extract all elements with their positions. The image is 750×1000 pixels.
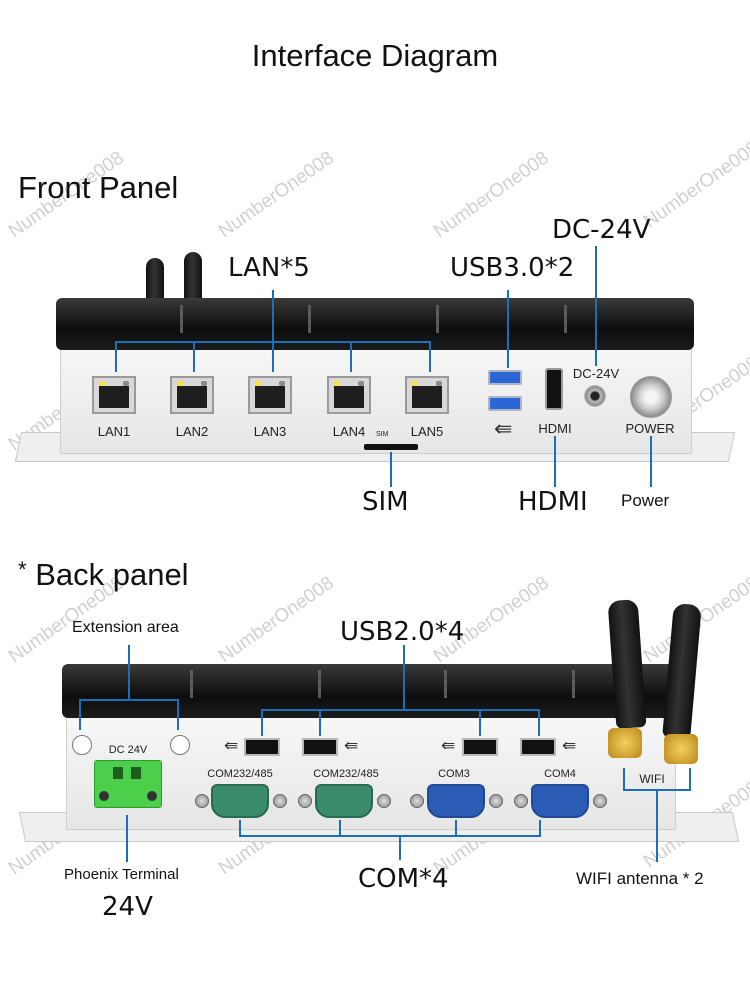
- lan2-label: LAN2: [175, 424, 209, 439]
- wifi-callout: WIFI antenna * 2: [576, 869, 704, 888]
- phoenix-callout: Phoenix Terminal: [64, 866, 179, 883]
- extension-callout: Extension area: [72, 619, 179, 636]
- power-callout: Power: [621, 491, 670, 510]
- phoenix-terminal: [94, 760, 162, 808]
- antenna: [146, 258, 164, 308]
- antenna-connector: [608, 728, 642, 758]
- sim-slot: [364, 444, 418, 450]
- lan-port: [92, 376, 136, 414]
- power-button-label: POWER: [625, 421, 675, 436]
- heatsink-fin: [308, 305, 311, 333]
- screw: [593, 794, 607, 808]
- usb-icon: ⇚: [562, 736, 577, 755]
- usb2-port: [302, 738, 338, 756]
- sim-slot-label: SIM: [376, 431, 389, 438]
- diagram-title: Interface Diagram: [251, 38, 499, 73]
- lan4-label: LAN4: [332, 424, 366, 439]
- heatsink-fin: [180, 305, 183, 333]
- com-port: [427, 784, 485, 818]
- heatsink-fin: [572, 670, 575, 698]
- wifi-label: WIFI: [639, 772, 665, 786]
- heatsink-fin: [318, 670, 321, 698]
- extension-hole: [170, 735, 190, 755]
- extension-hole: [72, 735, 92, 755]
- usb-icon: ⇚: [344, 736, 359, 755]
- com-leader: [239, 820, 541, 860]
- screw: [195, 794, 209, 808]
- dc-terminal-label: DC 24V: [108, 744, 148, 756]
- antenna-connector: [664, 734, 698, 764]
- hdmi-callout: HDMI: [518, 487, 588, 517]
- com-port: [531, 784, 589, 818]
- hdmi-port: [545, 368, 563, 410]
- sim-callout: SIM: [362, 487, 409, 517]
- usb2-port: [462, 738, 498, 756]
- back-panel-heading-text: Back panel: [35, 557, 189, 592]
- heatsink-fin: [190, 670, 193, 698]
- back-panel-heading: * Back panel: [18, 557, 189, 593]
- usb20-callout: USB2.0*4: [340, 617, 465, 647]
- screw: [410, 794, 424, 808]
- voltage-callout: 24V: [102, 892, 153, 922]
- heatsink-fin: [436, 305, 439, 333]
- front-panel-heading: Front Panel: [18, 170, 179, 205]
- screw: [273, 794, 287, 808]
- heatsink-fin: [564, 305, 567, 333]
- com-callout: COM*4: [358, 864, 449, 894]
- usb20-leader: [261, 645, 540, 736]
- lan-port: [248, 376, 292, 414]
- power-button: [630, 376, 672, 418]
- com1-label: COM232/485: [207, 768, 273, 780]
- lan-port: [170, 376, 214, 414]
- usb2-port: [244, 738, 280, 756]
- usb30-callout: USB3.0*2: [450, 253, 575, 283]
- lan1-label: LAN1: [97, 424, 131, 439]
- screw: [298, 794, 312, 808]
- screw: [489, 794, 503, 808]
- lan-port: [327, 376, 371, 414]
- usb2-port: [520, 738, 556, 756]
- dc-jack: [584, 385, 606, 407]
- usb-icon: ⇚: [494, 416, 513, 441]
- com4-label: COM4: [544, 768, 576, 780]
- com-port: [315, 784, 373, 818]
- dc-callout: DC-24V: [552, 215, 651, 245]
- usb3-port: [488, 396, 522, 411]
- com-port: [211, 784, 269, 818]
- usb-icon: ⇚: [224, 736, 239, 755]
- lan-port: [405, 376, 449, 414]
- screw: [514, 794, 528, 808]
- extension-leader: [79, 645, 179, 730]
- lan5-label: LAN5: [410, 424, 444, 439]
- lan-leader: [115, 290, 431, 372]
- usb3-port: [488, 370, 522, 385]
- hdmi-port-label: HDMI: [538, 421, 572, 436]
- antenna: [184, 252, 202, 308]
- screw: [377, 794, 391, 808]
- com3-label: COM3: [438, 768, 470, 780]
- dc-jack-label: DC-24V: [572, 366, 620, 381]
- wifi-leader: [623, 768, 691, 862]
- lan3-label: LAN3: [253, 424, 287, 439]
- com2-label: COM232/485: [313, 768, 379, 780]
- lan-callout: LAN*5: [228, 253, 310, 283]
- heatsink-fin: [444, 670, 447, 698]
- usb-icon: ⇚: [441, 736, 456, 755]
- heading-mark: *: [18, 557, 27, 582]
